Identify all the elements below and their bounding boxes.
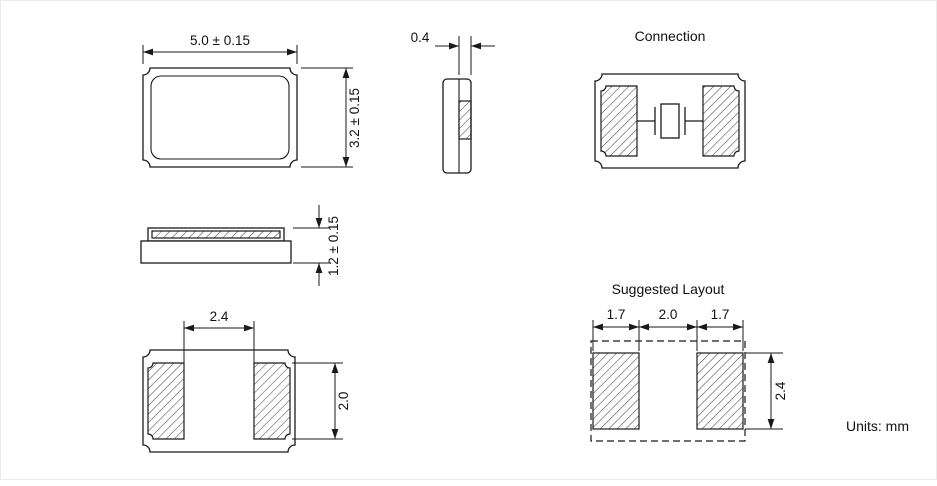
dim-layout-pad-height-label: 2.4 — [773, 381, 788, 400]
connection-pad-left — [600, 85, 638, 157]
top-view: 5.0 ± 0.15 3.2 ± 0.15 — [142, 33, 362, 168]
dim-layout-top: 1.7 2.0 1.7 — [592, 307, 744, 351]
dim-top-height: 3.2 ± 0.15 — [301, 67, 362, 168]
top-view-outline — [142, 67, 298, 168]
dim-bottom-gap-label: 2.4 — [210, 309, 229, 324]
dim-top-width-label: 5.0 ± 0.15 — [190, 33, 250, 48]
dim-layout-pad-left-label: 1.7 — [607, 307, 626, 322]
layout-pad-left — [592, 352, 640, 430]
end-view: 0.4 — [411, 30, 495, 174]
layout-title: Suggested Layout — [612, 281, 725, 297]
dim-layout-pad-right-label: 1.7 — [711, 307, 730, 322]
layout-package-outline — [590, 340, 746, 442]
connection-title: Connection — [635, 28, 706, 44]
side-view: 1.2 ± 0.15 — [140, 205, 341, 286]
dim-side-height: 1.2 ± 0.15 — [293, 205, 341, 286]
bottom-view: 2.4 2.0 — [142, 309, 351, 453]
layout-pad-right — [696, 352, 744, 430]
connection-pad-right — [702, 85, 740, 157]
dim-side-height-label: 1.2 ± 0.15 — [326, 216, 341, 276]
side-view-base — [140, 240, 292, 264]
end-view-crystal-section — [458, 100, 472, 140]
side-view-crystal-blank — [151, 230, 281, 239]
dim-bottom-gap: 2.4 — [183, 309, 255, 365]
units-label: Units: mm — [846, 418, 909, 434]
bottom-pad-right — [253, 362, 291, 440]
dim-top-width: 5.0 ± 0.15 — [142, 33, 298, 64]
dim-end-lid: 0.4 — [411, 30, 495, 75]
bottom-pad-left — [147, 362, 185, 440]
layout-view: Suggested Layout 1.7 2.0 1.7 2.4 — [590, 281, 788, 442]
dim-layout-gap-label: 2.0 — [659, 307, 678, 322]
crystal-symbol — [660, 103, 680, 139]
connection-view: Connection — [594, 28, 746, 169]
dim-layout-pad-height: 2.4 — [745, 352, 788, 430]
top-view-cavity — [150, 75, 290, 160]
dim-top-height-label: 3.2 ± 0.15 — [347, 88, 362, 148]
dim-bottom-pad-height-label: 2.0 — [336, 392, 351, 411]
dim-bottom-pad-height: 2.0 — [292, 362, 351, 440]
dim-end-lid-label: 0.4 — [411, 30, 430, 45]
